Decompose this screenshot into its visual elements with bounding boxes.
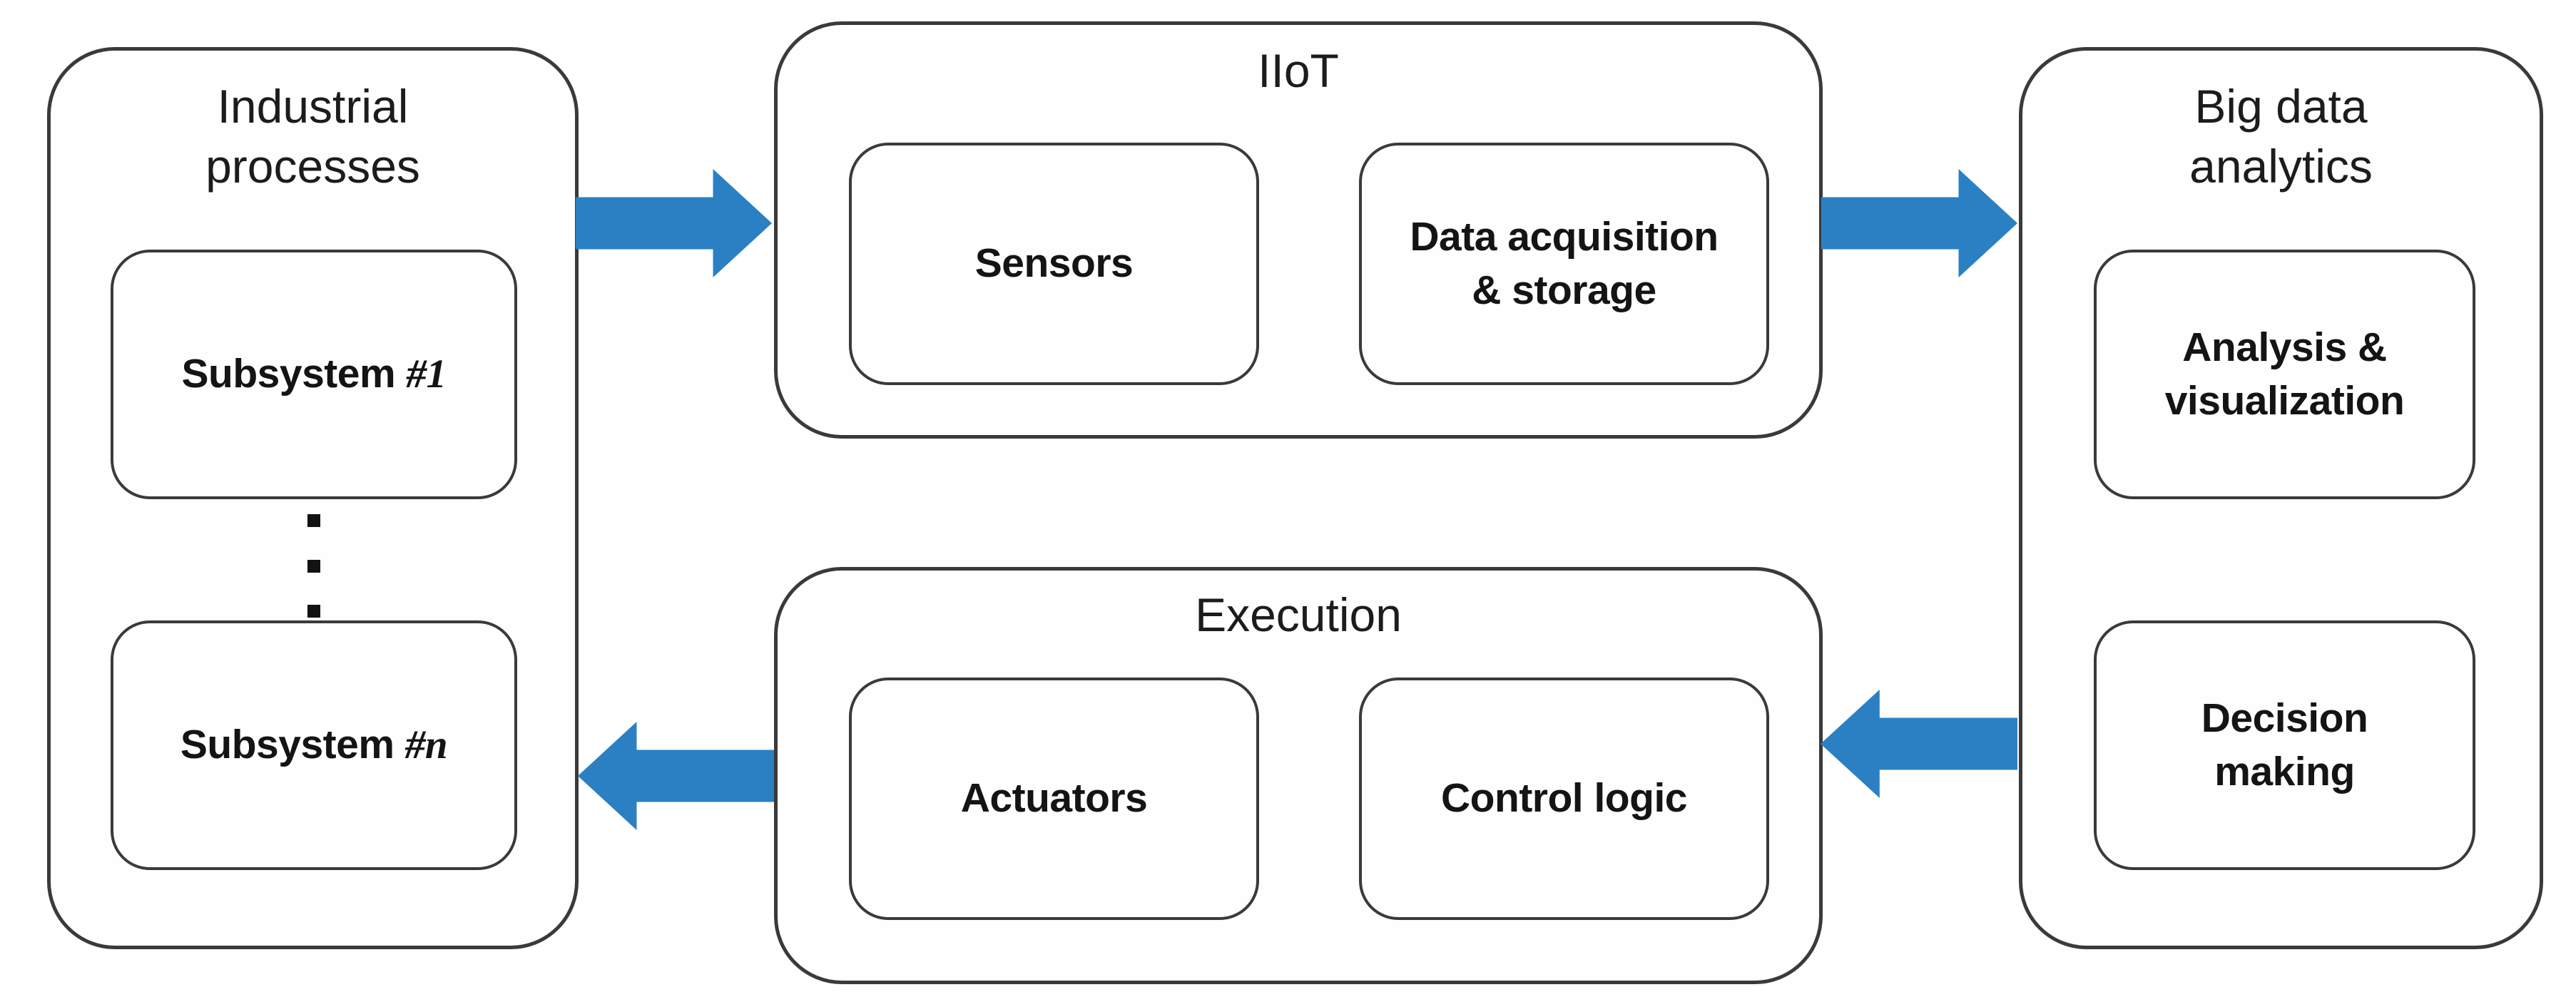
ellipsis-dot bbox=[307, 514, 320, 527]
arrow-bigdata-to-execution-icon bbox=[1821, 690, 2017, 798]
arrow-execution-to-industrial-icon bbox=[578, 722, 774, 830]
title-line: Big data bbox=[2194, 80, 2368, 133]
analysis-visualization-label: Analysis & visualization bbox=[2164, 324, 2405, 424]
industrial-processes-container: Industrial processes Subsystem #1 Subsys… bbox=[47, 47, 579, 949]
subsystem-n-label-suffix: #n bbox=[404, 722, 448, 768]
analysis-visualization-box: Analysis & visualization bbox=[2094, 250, 2475, 499]
iiot-container: IIoT Sensors Data acquisition & storage bbox=[774, 21, 1823, 439]
iiot-title: IIoT bbox=[778, 41, 1819, 101]
decision-making-box: Decision making bbox=[2094, 620, 2475, 870]
title-line: Industrial bbox=[217, 80, 409, 133]
title-line: IIoT bbox=[1258, 44, 1339, 97]
decision-making-label: Decision making bbox=[2201, 695, 2368, 794]
execution-container: Execution Actuators Control logic bbox=[774, 567, 1823, 984]
subsystem-n-box: Subsystem #n bbox=[111, 620, 517, 870]
subsystem-n-label-prefix: Subsystem bbox=[180, 722, 405, 768]
sensors-label: Sensors bbox=[974, 240, 1134, 287]
arrow-industrial-to-iiot-icon bbox=[576, 169, 772, 277]
industrial-processes-title: Industrial processes bbox=[51, 76, 575, 197]
execution-title: Execution bbox=[778, 585, 1819, 645]
data-acquisition-storage-label: Data acquisition & storage bbox=[1410, 213, 1719, 313]
subsystem-1-label-suffix: #1 bbox=[406, 352, 447, 397]
control-logic-label: Control logic bbox=[1441, 775, 1687, 822]
actuators-label: Actuators bbox=[960, 775, 1148, 822]
actuators-box: Actuators bbox=[849, 678, 1259, 920]
subsystem-1-box: Subsystem #1 bbox=[111, 250, 517, 499]
data-acquisition-storage-box: Data acquisition & storage bbox=[1359, 143, 1769, 385]
vertical-ellipsis-icon bbox=[307, 514, 320, 618]
ellipsis-dot bbox=[307, 605, 320, 618]
subsystem-1-label-prefix: Subsystem bbox=[181, 351, 407, 397]
subsystem-n-label: Subsystem #n bbox=[180, 718, 448, 772]
big-data-analytics-container: Big data analytics Analysis & visualizat… bbox=[2019, 47, 2543, 949]
ellipsis-dot bbox=[307, 559, 320, 573]
big-data-analytics-title: Big data analytics bbox=[2022, 76, 2540, 197]
subsystem-1-label: Subsystem #1 bbox=[182, 347, 447, 401]
title-line: processes bbox=[205, 140, 420, 193]
control-logic-box: Control logic bbox=[1359, 678, 1769, 920]
title-line: Execution bbox=[1195, 588, 1402, 641]
arrow-iiot-to-bigdata-icon bbox=[1821, 169, 2017, 277]
sensors-box: Sensors bbox=[849, 143, 1259, 385]
title-line: analytics bbox=[2189, 140, 2373, 193]
